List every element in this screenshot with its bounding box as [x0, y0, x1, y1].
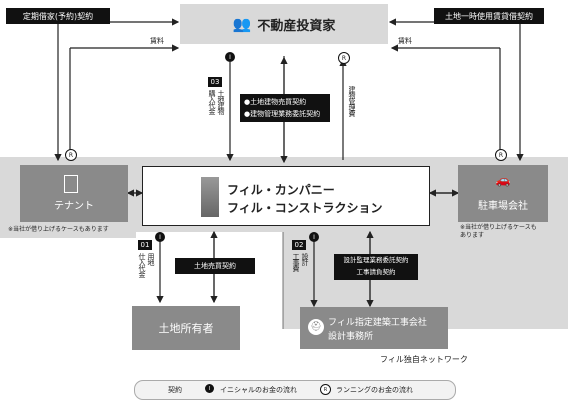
step-02-text-b: 工事費: [292, 253, 300, 271]
step-03-badge: 03: [208, 77, 222, 87]
fixed-term-lease-label: 定期借家(予約)契約: [6, 8, 110, 24]
running-marker-tenant: R: [65, 149, 77, 161]
running-marker: R: [338, 52, 350, 64]
company-name-1: フィル・カンパニー: [227, 183, 335, 197]
initial-marker: I: [225, 52, 235, 62]
initial-marker-contractor: I: [309, 232, 319, 242]
network-label: フィル独自ネットワーク: [380, 355, 468, 364]
landowner-box: 土地所有者: [132, 306, 240, 350]
running-marker-parking: R: [495, 149, 507, 161]
car-icon: 🚗: [495, 173, 511, 187]
step-03-text-b: 購入代金: [208, 90, 216, 114]
step-03-text-a: 土地建物: [217, 90, 225, 114]
land-lease-label: 土地一時使用賃貸借契約: [434, 8, 544, 24]
legend-initial: イニシャルのお金の流れ: [220, 386, 297, 394]
tenant-note: ※当社が借り上げるケースもあります: [8, 226, 109, 233]
parking-box: 🚗 駐車場会社: [458, 165, 548, 222]
company-name-2: フィル・コンストラクション: [227, 201, 383, 215]
design-construction-contract: 設計監理業務委託契約 工事請負契約: [334, 254, 418, 280]
step-01-badge: 01: [138, 240, 152, 250]
helmet-icon: ⛑: [308, 319, 324, 335]
legend-running: ランニングのお金の流れ: [336, 386, 413, 394]
step-01-text-a: 用地: [147, 253, 155, 265]
people-icon: 👥: [232, 15, 252, 33]
investor-box: 👥 不動産投資家: [180, 4, 388, 44]
contractor-box: ⛑ フィル指定建築工事会社 設計事務所: [300, 307, 448, 349]
legend-running-icon: R: [320, 384, 331, 395]
building-icon: [64, 175, 78, 193]
tenant-box: テナント: [20, 165, 128, 222]
sale-management-contract: ●土地建物売買契約 ●建物管理業務委託契約: [240, 94, 330, 122]
legend-contract: 契約: [168, 386, 182, 394]
step-01-text-b: 仕入代金: [138, 253, 146, 277]
initial-marker-land: I: [155, 232, 165, 242]
step-02-text-a: 設計: [301, 253, 309, 265]
parking-note: ※当社が借り上げるケースも あります: [460, 224, 537, 239]
management-fee-label: 建物管理費: [348, 86, 356, 116]
rent-left-label: 賃料: [150, 37, 164, 45]
rent-right-label: 賃料: [398, 37, 412, 45]
step-02-badge: 02: [292, 240, 306, 250]
network-panel-left-strip: [0, 232, 136, 238]
land-sale-contract: 土地売買契約: [175, 258, 255, 274]
building-illustration: [201, 177, 219, 217]
company-box: フィル・カンパニー フィル・コンストラクション: [142, 166, 430, 226]
legend: [134, 380, 456, 400]
legend-initial-icon: I: [205, 384, 214, 393]
